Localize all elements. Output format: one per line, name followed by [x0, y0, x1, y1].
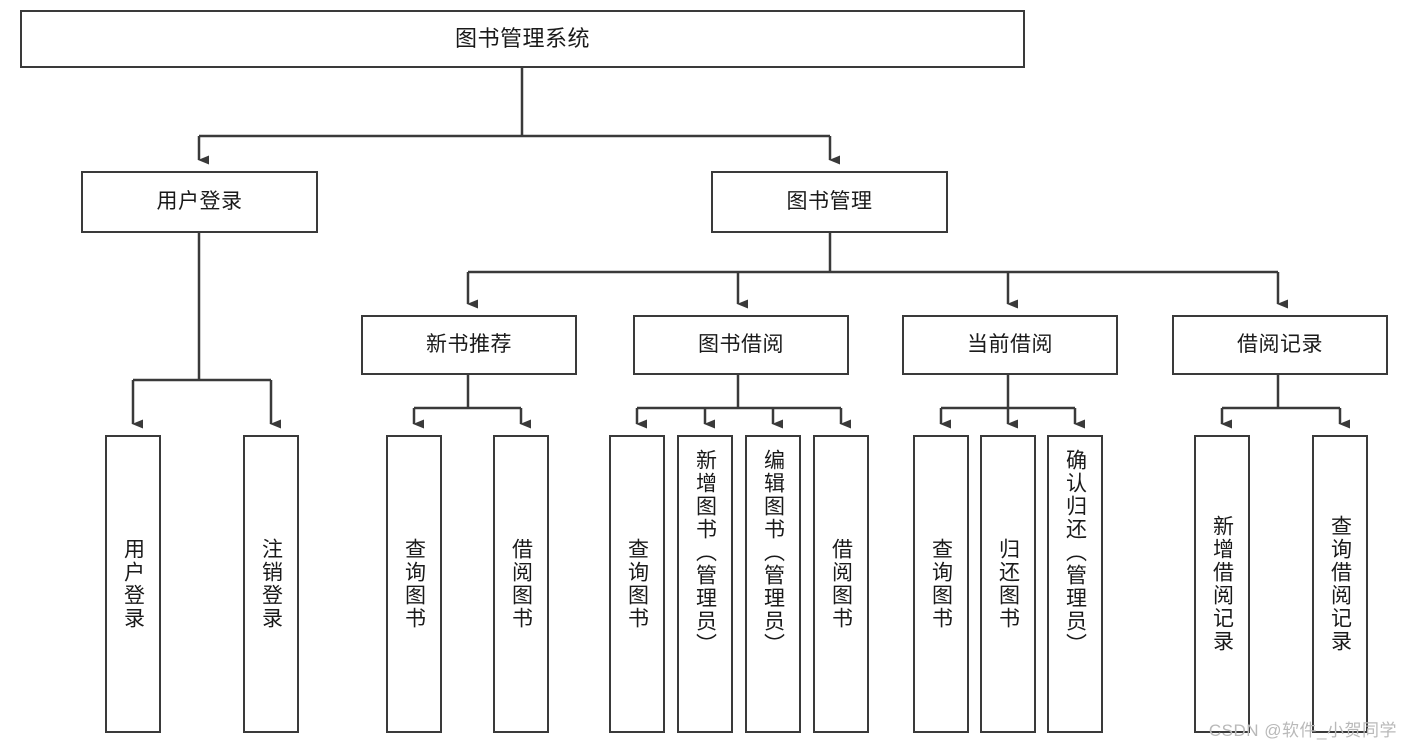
node-label: 查询图书 [625, 538, 649, 630]
node-label: 确认归还（管理员） [1063, 449, 1087, 656]
node-label: 注销登录 [259, 538, 283, 630]
leaf-book-borrow-query[interactable]: 查询图书 [609, 435, 665, 733]
leaf-user-login-login[interactable]: 用户登录 [105, 435, 161, 733]
node-label: 借阅图书 [829, 538, 853, 630]
node-book-borrow[interactable]: 图书借阅 [633, 315, 849, 375]
node-label: 归还图书 [996, 538, 1020, 630]
leaf-book-borrow-borrow[interactable]: 借阅图书 [813, 435, 869, 733]
node-label: 用户登录 [156, 189, 243, 213]
node-label: 新书推荐 [426, 332, 512, 356]
node-label: 借阅记录 [1237, 332, 1323, 356]
leaf-borrow-record-query[interactable]: 查询借阅记录 [1312, 435, 1368, 733]
node-current-borrow[interactable]: 当前借阅 [902, 315, 1118, 375]
node-label: 查询借阅记录 [1328, 515, 1352, 653]
node-label: 编辑图书（管理员） [761, 449, 785, 656]
node-label: 用户登录 [121, 538, 145, 630]
node-label: 查询图书 [929, 538, 953, 630]
node-label: 图书借阅 [698, 332, 784, 356]
leaf-book-borrow-add[interactable]: 新增图书（管理员） [677, 435, 733, 733]
leaf-new-book-borrow[interactable]: 借阅图书 [493, 435, 549, 733]
node-label: 新增借阅记录 [1210, 515, 1234, 653]
leaf-user-login-logout[interactable]: 注销登录 [243, 435, 299, 733]
leaf-current-borrow-return[interactable]: 归还图书 [980, 435, 1036, 733]
leaf-book-borrow-edit[interactable]: 编辑图书（管理员） [745, 435, 801, 733]
node-label: 借阅图书 [509, 538, 533, 630]
leaf-new-book-query[interactable]: 查询图书 [386, 435, 442, 733]
node-user-login[interactable]: 用户登录 [81, 171, 318, 233]
leaf-current-borrow-query[interactable]: 查询图书 [913, 435, 969, 733]
node-label: 新增图书（管理员） [693, 449, 717, 656]
node-book-management[interactable]: 图书管理 [711, 171, 948, 233]
node-borrow-record[interactable]: 借阅记录 [1172, 315, 1388, 375]
node-label: 查询图书 [402, 538, 426, 630]
node-root-system[interactable]: 图书管理系统 [20, 10, 1025, 68]
leaf-current-borrow-confirm[interactable]: 确认归还（管理员） [1047, 435, 1103, 733]
node-label: 图书管理 [786, 189, 873, 213]
node-label: 当前借阅 [967, 332, 1053, 356]
node-label: 图书管理系统 [454, 26, 590, 52]
leaf-borrow-record-add[interactable]: 新增借阅记录 [1194, 435, 1250, 733]
watermark-text: CSDN @软件_小贺同学 [1208, 721, 1397, 740]
node-new-book-recommend[interactable]: 新书推荐 [361, 315, 577, 375]
